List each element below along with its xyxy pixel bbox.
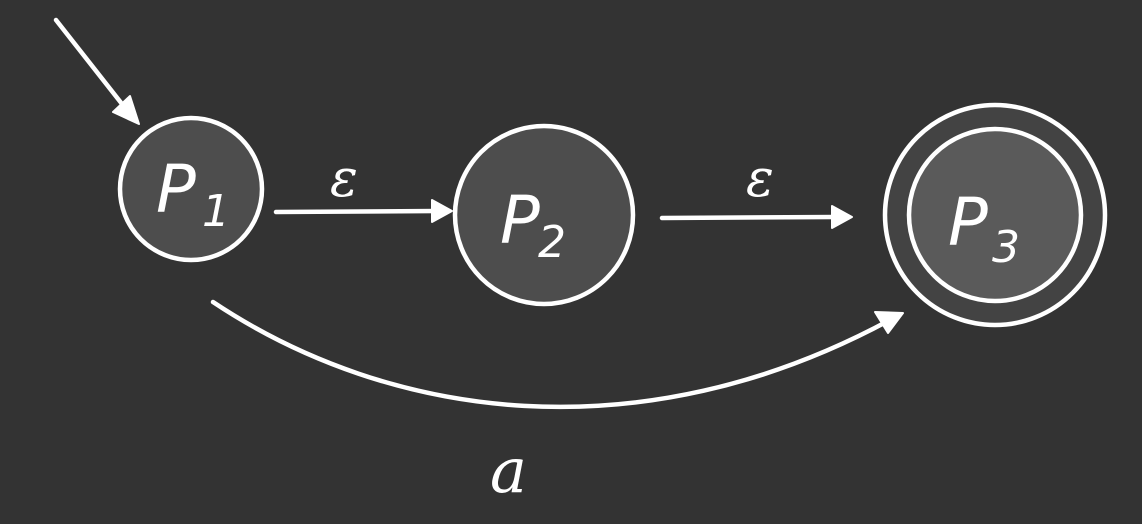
state-p3-inner-circle — [906, 126, 1084, 304]
state-p3: P 3 — [882, 102, 1108, 328]
state-p1-circle — [117, 115, 265, 263]
transition-p1-p2-label: ε — [330, 149, 358, 209]
state-p1: P 1 — [117, 115, 265, 263]
state-p2: P 2 — [452, 123, 636, 307]
transition-p1-p3-label: a — [490, 434, 527, 507]
transition-p1-p3: a — [210, 299, 904, 507]
state-p1-subscript: 1 — [202, 186, 230, 237]
state-p1-letter: P — [156, 151, 196, 228]
transition-p2-p3-label: ε — [746, 149, 774, 209]
state-p3-letter: P — [948, 184, 988, 261]
transition-p1-p2: ε — [273, 149, 453, 223]
state-p3-subscript: 3 — [992, 222, 1020, 273]
state-p2-subscript: 2 — [538, 217, 566, 268]
start-arrow — [53, 17, 140, 125]
transition-p2-p3: ε — [659, 149, 853, 229]
state-p2-letter: P — [500, 182, 540, 259]
state-p2-circle — [452, 123, 636, 307]
